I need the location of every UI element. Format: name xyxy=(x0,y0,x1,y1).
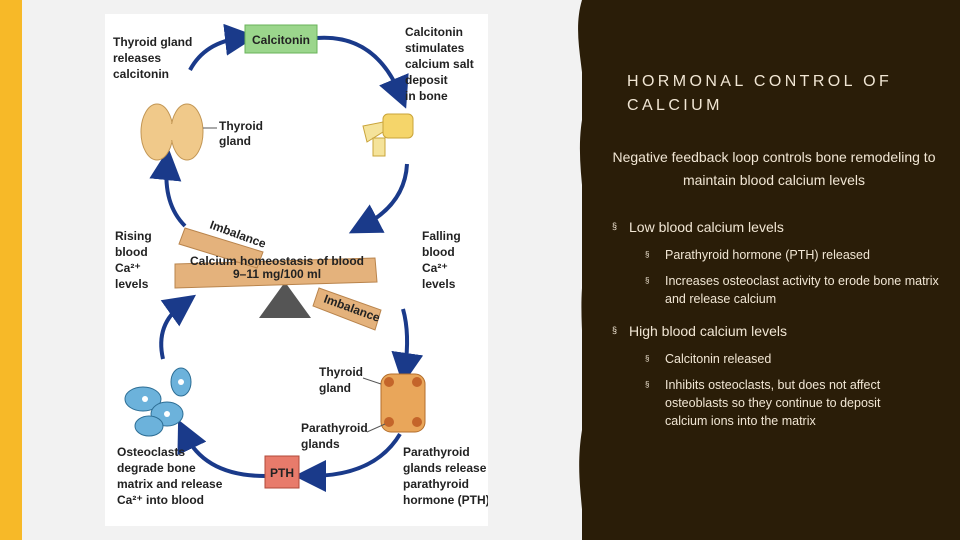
bullet-low-calcium: § Low blood calcium levels xyxy=(612,219,784,235)
falling-line-4: levels xyxy=(422,277,456,291)
calcium-diagram-svg: Calcitonin PTH Imbalance Imbalance Calci… xyxy=(113,23,490,507)
parathyroid-glands-line-2: glands xyxy=(301,437,340,451)
sub-bullet-calcitonin: § Calcitonin released xyxy=(645,350,935,368)
pth-box-label: PTH xyxy=(270,466,294,480)
sub-bullet-calcitonin-text: Calcitonin released xyxy=(665,352,772,366)
sub-bullet-inhibits: § Inhibits osteoclasts, but does not aff… xyxy=(645,376,925,430)
arrow-right-down xyxy=(348,163,409,234)
arrow-bottom-left xyxy=(177,419,266,478)
rising-line-1: Rising xyxy=(115,229,152,243)
sub-bullet-pth-text: Parathyroid hormone (PTH) released xyxy=(665,248,870,262)
sub-bullet-inhibits-text: Inhibits osteoclasts, but does not affec… xyxy=(665,378,881,428)
thyroid-gland-bottom-line-1: Thyroid xyxy=(319,365,363,379)
thyroid-gland-illustration-top xyxy=(140,103,204,161)
thyroid-gland-bottom-line-2: gland xyxy=(319,381,351,395)
imbalance-plank-bottom xyxy=(312,287,382,331)
parathyroid-release-line-1: Parathyroid xyxy=(403,445,470,459)
bullet-marker: § xyxy=(612,221,618,231)
sub-bullet-marker: § xyxy=(645,276,650,285)
osteoclasts-line-1: Osteoclasts xyxy=(117,445,185,459)
arrow-top-left xyxy=(188,23,257,71)
fulcrum xyxy=(259,282,311,318)
homeostasis-line-1: Calcium homeostasis of blood xyxy=(190,254,364,268)
bone-illustration-top xyxy=(362,113,414,157)
calcitonin-box xyxy=(244,24,318,54)
parathyroid-release-line-4: hormone (PTH) xyxy=(403,493,488,507)
calcitonin-box-label: Calcitonin xyxy=(252,33,310,47)
arrow-left-lower xyxy=(159,294,197,360)
rising-line-2: blood xyxy=(115,245,148,259)
bullet-marker: § xyxy=(612,325,618,335)
bullet-high-calcium: § High blood calcium levels xyxy=(612,323,787,339)
thyroid-gland-top-line-2: gland xyxy=(219,134,251,148)
right-panel xyxy=(582,0,960,540)
rising-line-4: levels xyxy=(115,277,149,291)
osteoclasts-line-2: degrade bone xyxy=(117,461,196,475)
accent-bar xyxy=(0,0,22,540)
thyroid-gland-top-line-1: Thyroid xyxy=(219,119,263,133)
calcitonin-stimulates-line-4: deposit xyxy=(405,73,448,87)
sub-bullet-marker: § xyxy=(645,380,650,389)
sub-bullet-osteoclast-text: Increases osteoclast activity to erode b… xyxy=(665,274,939,306)
pth-box xyxy=(264,455,300,489)
thyroid-releases-line-2: releases xyxy=(113,51,161,65)
falling-line-3: Ca²⁺ xyxy=(422,261,448,275)
bullet-low-calcium-text: Low blood calcium levels xyxy=(629,219,784,235)
parathyroid-release-line-3: parathyroid xyxy=(403,477,469,491)
calcium-diagram: Calcitonin PTH Imbalance Imbalance Calci… xyxy=(105,14,490,526)
bullet-high-calcium-text: High blood calcium levels xyxy=(629,323,787,339)
calcitonin-stimulates-line-1: Calcitonin xyxy=(405,25,463,39)
sub-bullet-marker: § xyxy=(645,250,650,259)
wave-divider xyxy=(578,0,600,540)
arrow-top-right xyxy=(316,35,409,109)
parathyroid-release-line-2: glands release xyxy=(403,461,487,475)
imbalance-plank-top xyxy=(178,227,264,269)
sub-bullet-osteoclast: § Increases osteoclast activity to erode… xyxy=(645,272,940,308)
thyroid-bottom-pointer xyxy=(362,377,382,385)
homeostasis-plank xyxy=(174,257,378,289)
thyroid-releases-line-1: Thyroid gland xyxy=(113,35,192,49)
arrow-bottom-right xyxy=(294,432,402,492)
parathyroid-pointer xyxy=(366,423,386,433)
calcitonin-stimulates-line-5: in bone xyxy=(405,89,448,103)
falling-line-1: Falling xyxy=(422,229,461,243)
slide-title: HORMONAL CONTROL OF CALCIUM xyxy=(627,73,893,114)
calcitonin-stimulates-line-3: calcium salt xyxy=(405,57,474,71)
parathyroid-glands-line-1: Parathyroid xyxy=(301,421,368,435)
slide-subtitle: Negative feedback loop controls bone rem… xyxy=(612,149,936,188)
thyroid-releases-line-3: calcitonin xyxy=(113,67,169,81)
calcitonin-stimulates-line-2: stimulates xyxy=(405,41,465,55)
arrow-left-up xyxy=(149,148,187,228)
falling-line-2: blood xyxy=(422,245,455,259)
osteoclasts-line-3: matrix and release xyxy=(117,477,223,491)
parathyroid-illustration xyxy=(380,373,426,433)
rising-line-3: Ca²⁺ xyxy=(115,261,141,275)
arrow-right-lower xyxy=(391,308,424,385)
osteoclasts-line-4: Ca²⁺ into blood xyxy=(117,493,204,507)
homeostasis-line-2: 9–11 mg/100 ml xyxy=(233,267,321,281)
sub-bullet-marker: § xyxy=(645,354,650,363)
sub-bullet-pth: § Parathyroid hormone (PTH) released xyxy=(645,246,935,264)
osteoclasts-illustration xyxy=(124,367,192,437)
